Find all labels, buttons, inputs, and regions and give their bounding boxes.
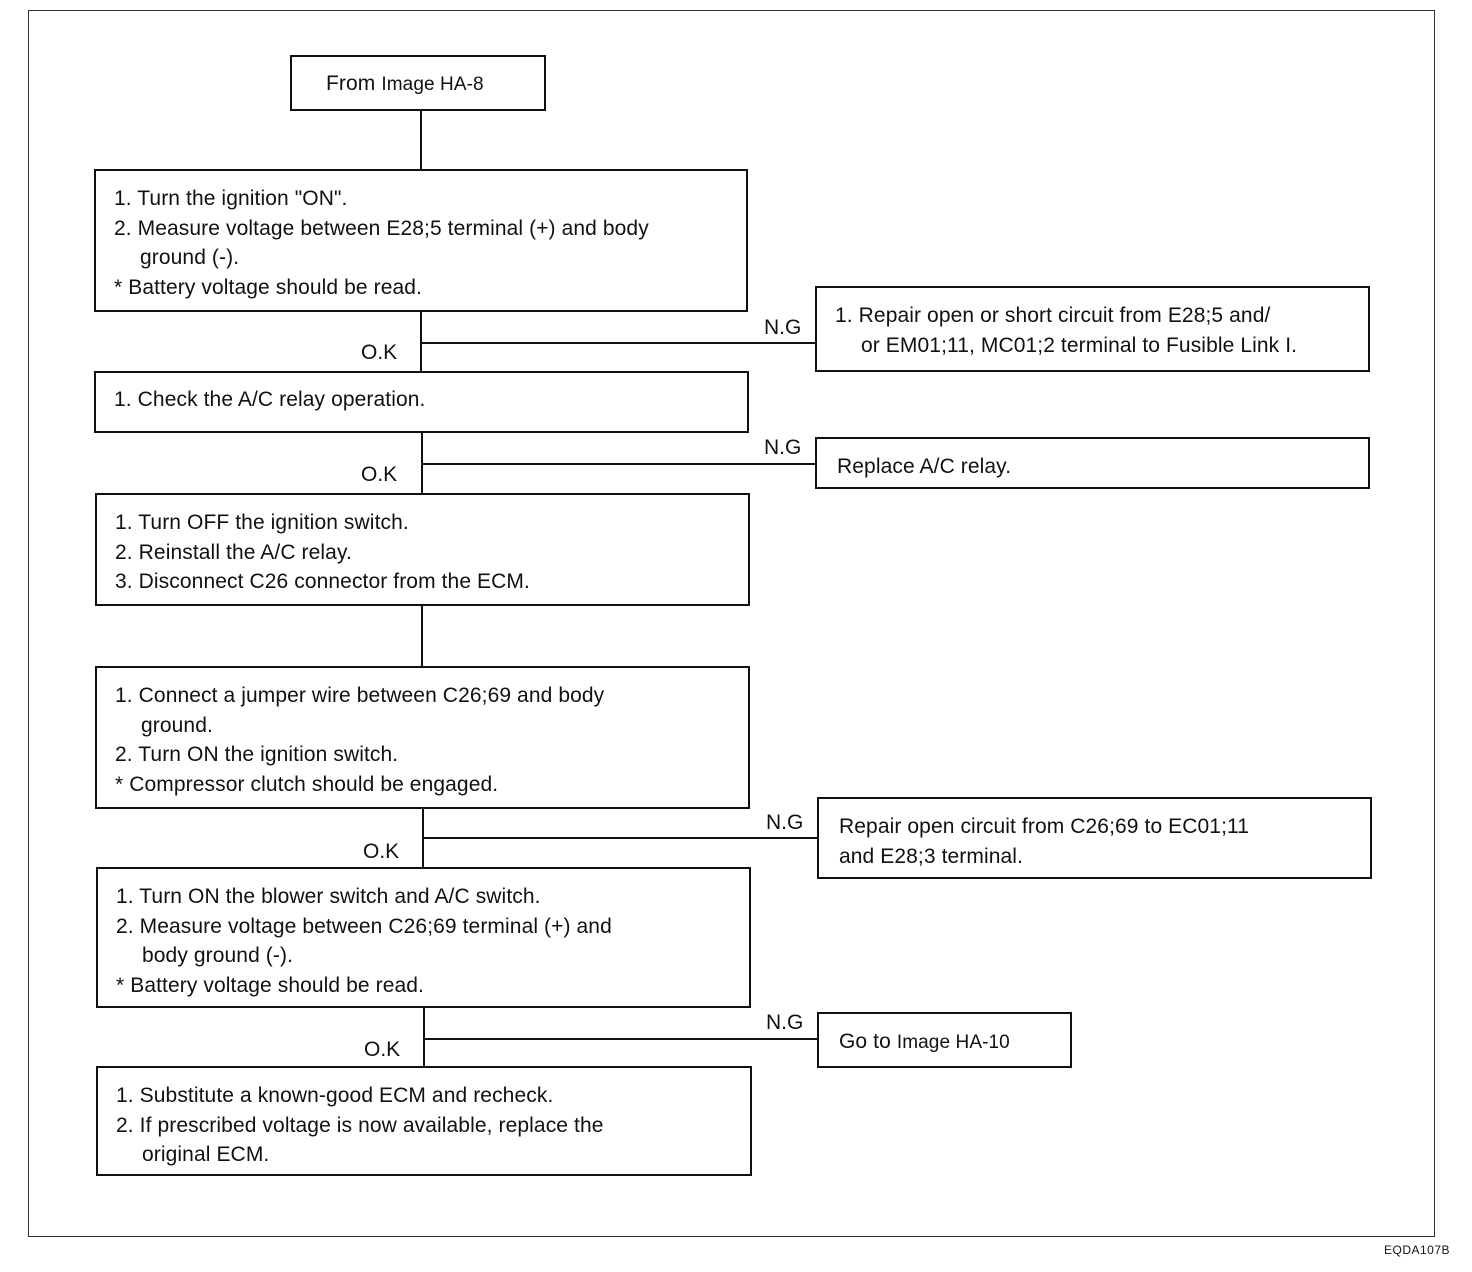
step-5-line: 1. Turn ON the blower switch and A/C swi… <box>116 885 541 908</box>
step-3-line: 1. Turn OFF the ignition switch. <box>115 511 409 534</box>
step-1-line: ground (-). <box>140 246 240 269</box>
step-6-line: 2. If prescribed voltage is now availabl… <box>116 1113 604 1137</box>
ok-label: O.K <box>363 840 400 863</box>
remedy-box-4: Go to Image HA-10 <box>817 1012 1072 1068</box>
step-4-line: * Compressor clutch should be engaged. <box>115 772 499 796</box>
remedy-box-2: Replace A/C relay. <box>815 437 1370 489</box>
ng-label: N.G <box>766 811 804 834</box>
step-4-line: 2. Turn ON the ignition switch. <box>115 743 399 766</box>
step-4-line: 1. Connect a jumper wire between C26;69 … <box>115 684 605 707</box>
step-6-line: original ECM. <box>142 1143 270 1166</box>
ok-label: O.K <box>361 341 398 364</box>
remedy-1-line: 1. Repair open or short circuit from E28… <box>835 304 1271 327</box>
step-box-1: 1. Turn the ignition "ON". 2. Measure vo… <box>94 169 748 312</box>
remedy-box-3: Repair open circuit from C26;69 to EC01;… <box>817 797 1372 879</box>
ng-label: N.G <box>766 1011 804 1034</box>
remedy-3-line: and E28;3 terminal. <box>839 844 1024 868</box>
step-1-line: 2. Measure voltage between E28;5 termina… <box>114 216 649 240</box>
diagram-frame <box>28 10 1435 1237</box>
remedy-2-line: Replace A/C relay. <box>837 455 1012 478</box>
step-2-line: 1. Check the A/C relay operation. <box>114 388 426 411</box>
step-6-line: 1. Substitute a known-good ECM and reche… <box>116 1084 554 1107</box>
step-5-line: 2. Measure voltage between C26;69 termin… <box>116 914 612 938</box>
remedy-3-line: Repair open circuit from C26;69 to EC01;… <box>839 815 1250 838</box>
ok-label: O.K <box>361 463 398 486</box>
step-1-line: 1. Turn the ignition "ON". <box>114 187 348 210</box>
step-3-line: 2. Reinstall the A/C relay. <box>115 540 352 564</box>
ok-label: O.K <box>364 1038 401 1061</box>
remedy-box-1: 1. Repair open or short circuit from E28… <box>815 286 1370 372</box>
step-3-line: 3. Disconnect C26 connector from the ECM… <box>115 570 530 593</box>
start-prefix: From <box>326 72 376 95</box>
step-box-6: 1. Substitute a known-good ECM and reche… <box>96 1066 752 1176</box>
remedy-1-line: or EM01;11, MC01;2 terminal to Fusible L… <box>861 333 1298 357</box>
ng-label: N.G <box>764 436 802 459</box>
step-box-5: 1. Turn ON the blower switch and A/C swi… <box>96 867 751 1008</box>
step-5-line: * Battery voltage should be read. <box>116 973 424 997</box>
start-box: From Image HA-8 <box>290 55 546 111</box>
step-5-line: body ground (-). <box>142 944 294 967</box>
ng-label: N.G <box>764 316 802 339</box>
step-box-4: 1. Connect a jumper wire between C26;69 … <box>95 666 750 809</box>
figure-code: EQDA107B <box>1384 1243 1451 1257</box>
remedy-4-prefix: Go to <box>839 1030 891 1053</box>
step-4-line: ground. <box>141 713 213 737</box>
step-box-3: 1. Turn OFF the ignition switch. 2. Rein… <box>95 493 750 606</box>
remedy-4-reference: Image HA-10 <box>896 1032 1010 1053</box>
start-reference: Image HA-8 <box>381 74 484 95</box>
step-box-2: 1. Check the A/C relay operation. <box>94 371 749 433</box>
step-1-line: * Battery voltage should be read. <box>114 275 422 299</box>
